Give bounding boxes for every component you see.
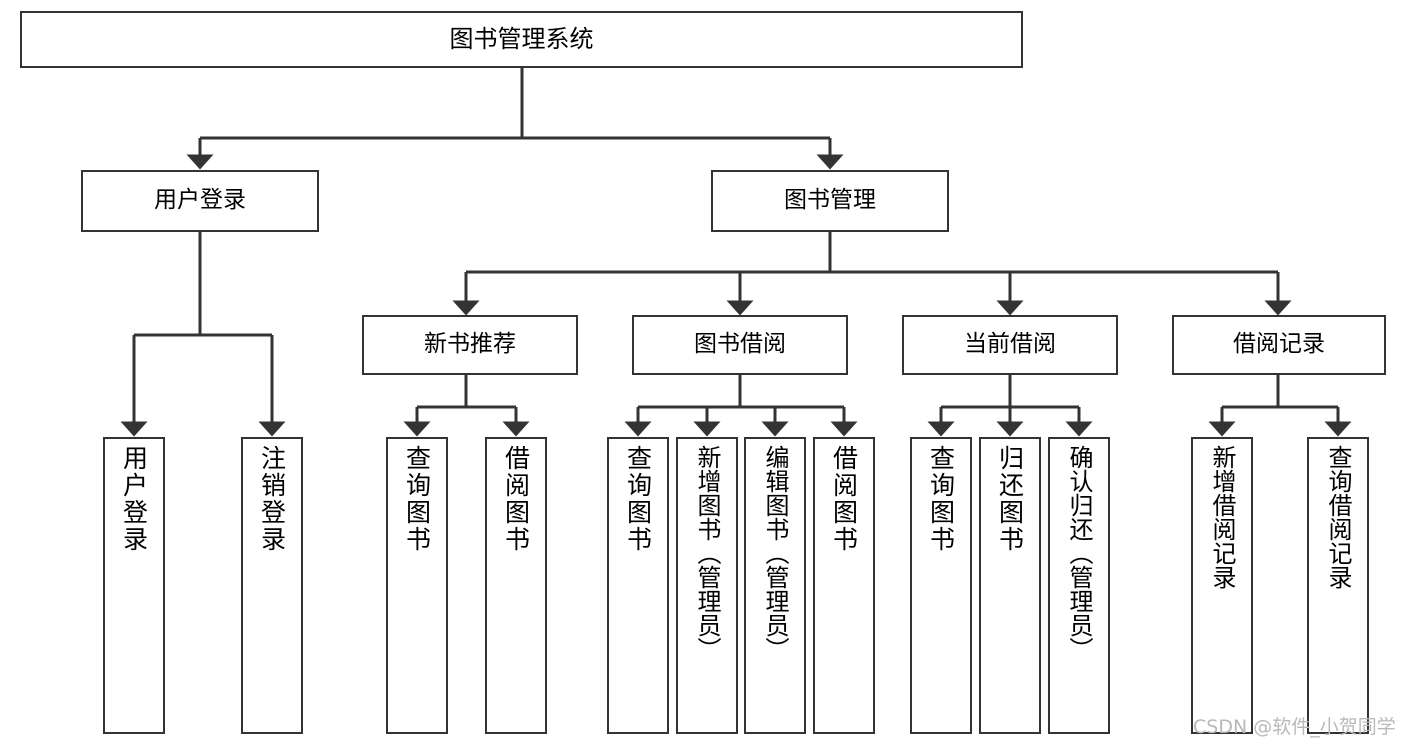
- node-label: 用户登录: [119, 445, 149, 553]
- leaf-borrow-books-recommend[interactable]: 借阅图书: [485, 437, 547, 734]
- node-label: 图书管理: [784, 187, 876, 214]
- leaf-add-book-admin[interactable]: 新增图书（管理员）: [676, 437, 738, 734]
- leaf-logout[interactable]: 注销登录: [241, 437, 303, 734]
- leaf-query-borrow-record[interactable]: 查询借阅记录: [1307, 437, 1369, 734]
- node-label: 归还图书: [995, 445, 1025, 553]
- node-label: 注销登录: [257, 445, 287, 553]
- node-book-borrowing[interactable]: 图书借阅: [632, 315, 848, 375]
- leaf-user-login[interactable]: 用户登录: [103, 437, 165, 734]
- node-user-login[interactable]: 用户登录: [81, 170, 319, 232]
- node-label: 图书借阅: [694, 331, 786, 358]
- leaf-edit-book-admin[interactable]: 编辑图书（管理员）: [744, 437, 806, 734]
- leaf-query-books-recommend[interactable]: 查询图书: [386, 437, 448, 734]
- leaf-return-books[interactable]: 归还图书: [979, 437, 1041, 734]
- node-label: 借阅图书: [829, 445, 859, 553]
- node-borrowing-record[interactable]: 借阅记录: [1172, 315, 1386, 375]
- node-new-book-recommendation[interactable]: 新书推荐: [362, 315, 578, 375]
- node-label: 编辑图书（管理员）: [761, 445, 789, 661]
- node-label: 查询图书: [926, 445, 956, 553]
- node-current-borrowing[interactable]: 当前借阅: [902, 315, 1118, 375]
- node-label: 查询借阅记录: [1324, 445, 1352, 589]
- watermark-text: CSDN @软件_小贺同学: [1193, 716, 1396, 738]
- node-label: 查询图书: [402, 445, 432, 553]
- leaf-confirm-return-admin[interactable]: 确认归还（管理员）: [1048, 437, 1110, 734]
- node-label: 查询图书: [623, 445, 653, 553]
- leaf-query-books-current[interactable]: 查询图书: [910, 437, 972, 734]
- node-label: 图书管理系统: [449, 25, 594, 54]
- leaf-add-borrow-record[interactable]: 新增借阅记录: [1191, 437, 1253, 734]
- leaf-borrow-books[interactable]: 借阅图书: [813, 437, 875, 734]
- node-root-book-management-system[interactable]: 图书管理系统: [20, 11, 1023, 68]
- node-label: 借阅图书: [501, 445, 531, 553]
- node-label: 确认归还（管理员）: [1065, 445, 1093, 661]
- node-book-management[interactable]: 图书管理: [711, 170, 949, 232]
- node-label: 新增借阅记录: [1208, 445, 1236, 589]
- node-label: 用户登录: [154, 187, 246, 214]
- leaf-query-books-borrow[interactable]: 查询图书: [607, 437, 669, 734]
- node-label: 新书推荐: [424, 331, 516, 358]
- node-label: 当前借阅: [964, 331, 1056, 358]
- node-label: 借阅记录: [1233, 331, 1325, 358]
- node-label: 新增图书（管理员）: [693, 445, 721, 661]
